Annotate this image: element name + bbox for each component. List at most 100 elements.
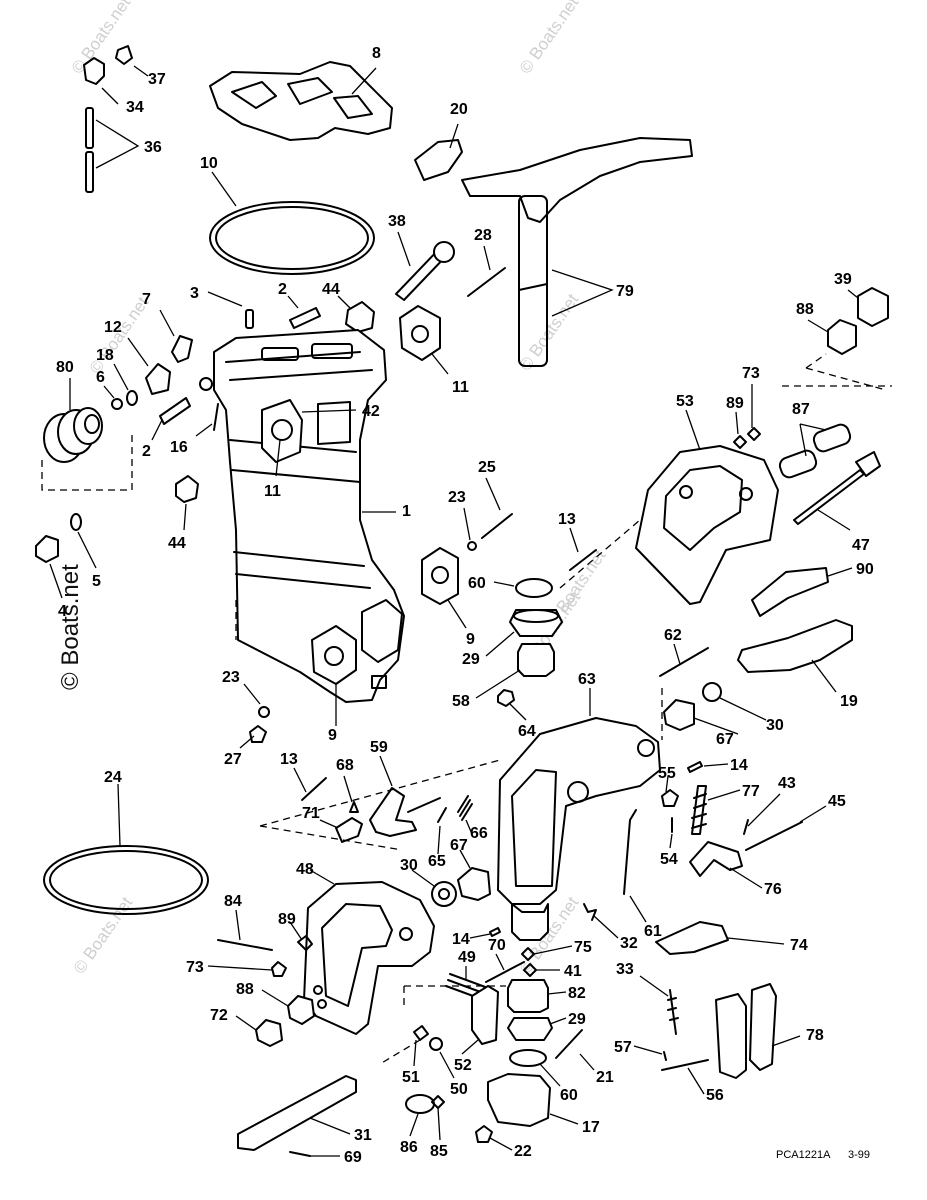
leader-60-lower — [539, 1063, 561, 1087]
part-29-seal-upper-rim — [513, 609, 559, 623]
part-55-nut — [661, 789, 679, 807]
part-14-pin-upper — [687, 761, 703, 773]
leader-11-mid — [275, 439, 281, 477]
leader-58 — [475, 669, 521, 699]
callout-54: 54 — [660, 851, 678, 868]
leader-37 — [133, 65, 149, 77]
leader-19 — [811, 659, 837, 693]
part-59-bracket — [369, 787, 417, 837]
callout-13-lower: 13 — [280, 751, 298, 768]
callout-2-lower: 2 — [142, 443, 151, 460]
part-79-steering-tube — [518, 195, 548, 367]
callout-87: 87 — [792, 401, 810, 418]
part-2-pin-upper — [289, 307, 321, 329]
part-69-screw — [289, 1151, 311, 1157]
leader-85 — [437, 1107, 441, 1141]
callout-12: 12 — [104, 319, 122, 336]
leader-79 — [551, 269, 614, 317]
part-85-nut — [431, 1095, 445, 1109]
leader-31 — [309, 1117, 351, 1135]
part-28-screw — [467, 267, 506, 297]
leader-23-lower — [243, 683, 261, 705]
part-8-gasket-cutout-b — [287, 77, 333, 105]
leader-11-right — [431, 353, 449, 375]
watermark-lower-left: © Boats.net — [70, 893, 137, 977]
part-52-plate — [471, 985, 499, 1045]
leader-71 — [319, 819, 339, 829]
part-64-nut — [497, 689, 515, 707]
part-60-o-ring-upper — [515, 578, 553, 598]
leader-21 — [579, 1053, 595, 1071]
callout-77: 77 — [742, 783, 760, 800]
dash-pivot-line — [379, 1039, 421, 1065]
part-76-lever — [689, 841, 743, 877]
leader-5 — [77, 531, 97, 569]
part-87-bushing-b — [812, 423, 852, 453]
leader-3 — [207, 291, 243, 307]
callout-72: 72 — [210, 1007, 228, 1024]
leader-44-lower — [183, 503, 187, 531]
part-47-tilt-lever — [793, 469, 865, 525]
watermark-top-left: © Boats.net — [68, 0, 135, 77]
leader-lines — [49, 65, 859, 1157]
callout-18: 18 — [96, 347, 114, 364]
part-23-washer-upper — [467, 541, 477, 551]
part-60-o-ring-lower — [509, 1049, 547, 1067]
part-5-washer — [70, 513, 82, 531]
part-22-nut — [475, 1125, 493, 1143]
part-63-swivel-bracket — [497, 717, 661, 941]
callout-88-upper: 88 — [796, 301, 814, 318]
callout-23-upper: 23 — [448, 489, 466, 506]
leader-13-lower — [293, 767, 307, 793]
callout-9-mid: 9 — [466, 631, 475, 648]
leader-44-upper — [337, 295, 351, 309]
callout-1: 1 — [402, 503, 411, 520]
leader-51 — [413, 1039, 417, 1067]
callout-3: 3 — [190, 285, 199, 302]
watermark-top-right: © Boats.net — [516, 0, 583, 77]
leader-89-lower — [289, 921, 303, 941]
leader-52 — [461, 1039, 479, 1055]
callout-41: 41 — [564, 963, 582, 980]
callout-38: 38 — [388, 213, 406, 230]
part-12-clamp — [145, 363, 171, 395]
callout-88-lower: 88 — [236, 981, 254, 998]
callout-52: 52 — [454, 1057, 472, 1074]
callout-11-mid: 11 — [264, 483, 281, 500]
callout-70: 70 — [488, 937, 506, 954]
callout-89-upper: 89 — [726, 395, 744, 412]
part-3-dowel — [245, 309, 254, 329]
leader-29-upper — [485, 631, 515, 657]
leader-47 — [817, 509, 851, 531]
leader-10 — [211, 171, 237, 207]
callout-14-lower: 14 — [452, 931, 470, 948]
leader-90 — [827, 567, 853, 577]
leader-67-lower — [459, 849, 471, 869]
callout-67-right: 67 — [716, 731, 734, 748]
callout-10: 10 — [200, 155, 218, 172]
part-45-rod — [745, 821, 803, 851]
leader-38 — [397, 231, 411, 267]
callout-62: 62 — [664, 627, 682, 644]
part-36-pin-upper — [85, 107, 94, 149]
part-78-support — [715, 993, 747, 1079]
part-30-washer-lower-hole — [438, 888, 450, 900]
part-9-mount-hole — [431, 566, 449, 584]
part-89-washer-upper — [733, 435, 747, 449]
leader-54 — [669, 833, 673, 849]
callout-76: 76 — [764, 881, 782, 898]
part-77-spring-coils — [691, 793, 707, 829]
part-43-pin — [743, 819, 749, 835]
part-70-bolt — [485, 961, 525, 983]
callout-23-lower: 23 — [222, 669, 240, 686]
leader-53 — [685, 409, 701, 451]
part-4-fitting — [35, 535, 59, 563]
leader-4 — [49, 563, 63, 599]
leader-55 — [665, 775, 669, 793]
callout-68: 68 — [336, 757, 354, 774]
callout-39: 39 — [834, 271, 852, 288]
part-21-screw — [555, 1029, 583, 1059]
callout-56: 56 — [706, 1087, 724, 1104]
callout-2-upper: 2 — [278, 281, 287, 298]
